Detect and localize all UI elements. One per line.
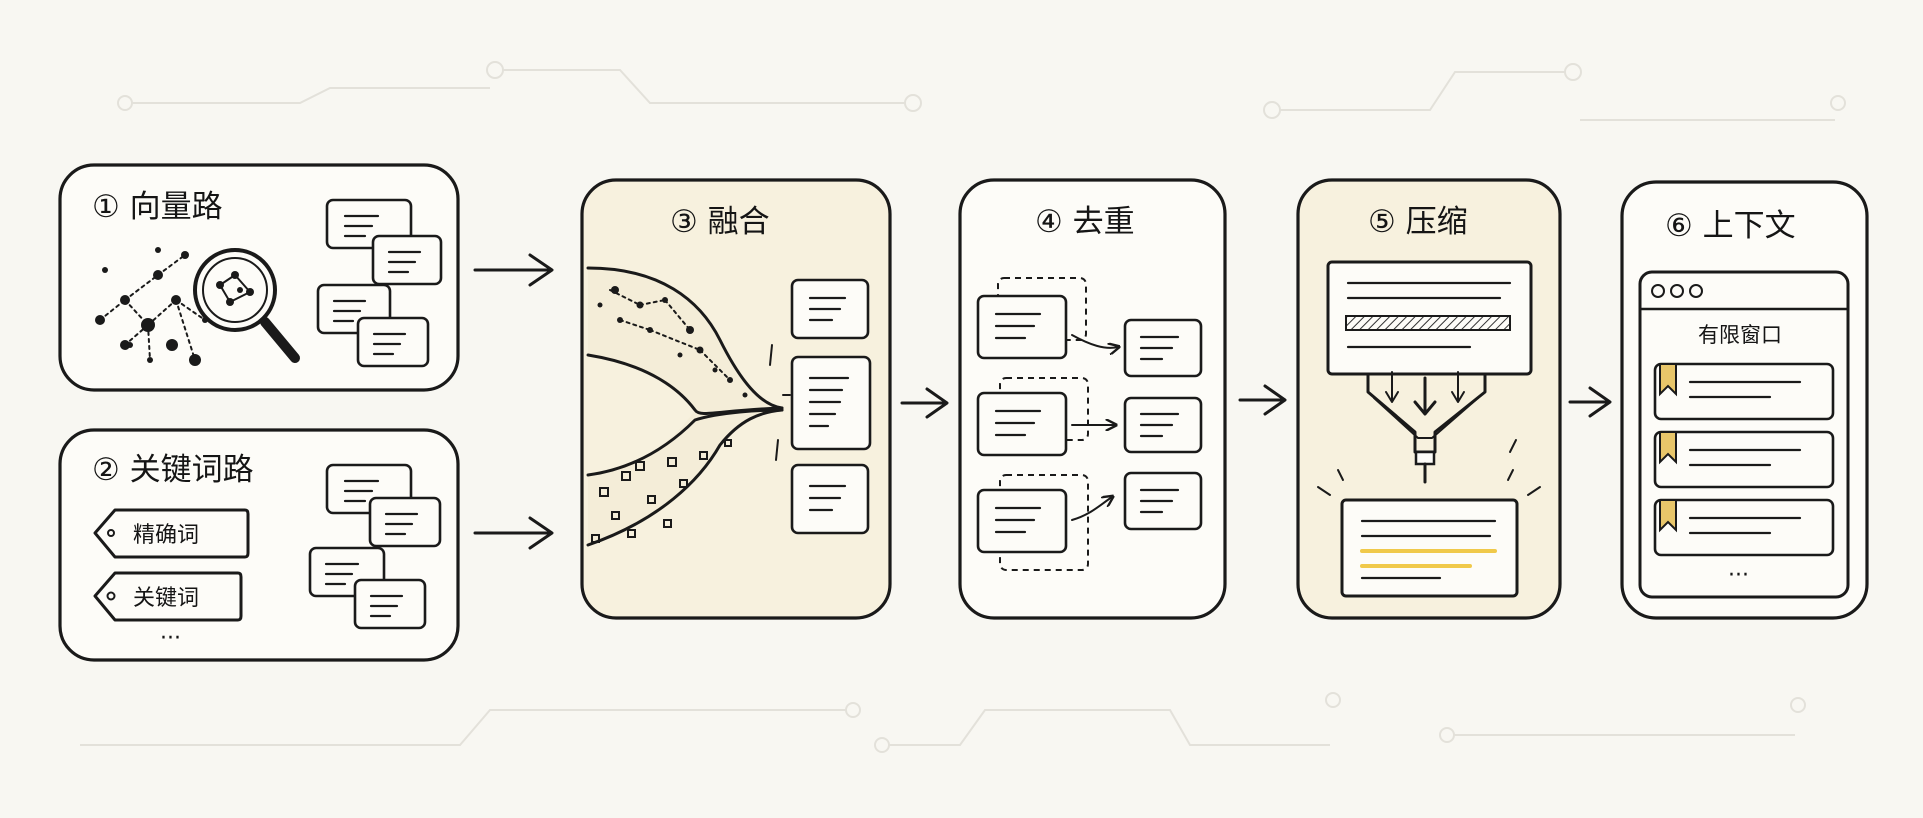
emphasis-strokes xyxy=(1317,439,1541,496)
document-icon xyxy=(1123,471,1203,531)
bookmark-icon xyxy=(1659,431,1677,465)
document-icon xyxy=(368,496,442,548)
panel-title-keyword: ② 关键词路 xyxy=(92,452,254,488)
panel-title-compress: ⑤ 压缩 xyxy=(1368,204,1468,240)
document-icon xyxy=(790,355,872,451)
panel-compress: ⑤ 压缩 xyxy=(1296,178,1562,620)
document-icon xyxy=(976,391,1068,457)
context-window: 有限窗口 ··· xyxy=(1638,270,1850,599)
panel-vector-route: ① 向量路 xyxy=(58,163,460,392)
tag-label: 关键词 xyxy=(133,586,199,611)
panel-dedup: ④ 去重 xyxy=(958,178,1227,620)
context-card xyxy=(1653,498,1835,557)
window-dot-icon xyxy=(1670,284,1684,298)
background-circuit-lines xyxy=(80,61,1846,753)
context-card xyxy=(1653,362,1835,421)
document-icon xyxy=(976,488,1068,554)
arrow-right-icon xyxy=(1238,384,1287,416)
document-icon xyxy=(371,234,443,286)
tag-exact-term: 精确词 xyxy=(93,508,250,559)
document-icon xyxy=(1123,396,1203,454)
funnel-icon xyxy=(1366,371,1487,484)
panel-title-dedup: ④ 去重 xyxy=(1035,204,1135,240)
panel-keyword-route: ② 关键词路 精确词 关键词 ··· xyxy=(58,428,460,662)
vector-points-icon xyxy=(95,247,208,366)
panel-title-context: ⑥ 上下文 xyxy=(1665,208,1796,244)
arrow-right-icon xyxy=(900,387,949,419)
panel-title-fusion: ③ 融合 xyxy=(670,204,770,240)
document-icon xyxy=(790,278,870,340)
arrow-right-icon xyxy=(473,516,554,550)
document-icon xyxy=(353,578,427,630)
bookmark-icon xyxy=(1659,499,1677,533)
duplicate-doc-pair xyxy=(976,277,1203,378)
document-icon xyxy=(790,463,870,535)
panel-title-vector: ① 向量路 xyxy=(92,189,223,225)
window-label: 有限窗口 xyxy=(1698,323,1782,347)
tag-keyword: 关键词 xyxy=(93,571,243,622)
keyword-result-docs xyxy=(308,463,442,630)
document-icon xyxy=(976,294,1068,360)
context-card xyxy=(1653,430,1835,489)
long-text-block xyxy=(1326,260,1533,376)
document-icon xyxy=(356,316,430,368)
duplicate-doc-pair xyxy=(976,471,1203,571)
more-ellipsis: ··· xyxy=(160,626,181,651)
magnifier-icon xyxy=(193,248,300,363)
duplicate-doc-pair xyxy=(976,377,1203,457)
bookmark-icon xyxy=(1659,363,1677,397)
document-icon xyxy=(1123,318,1203,378)
arrow-right-icon xyxy=(1568,386,1612,418)
vector-result-docs xyxy=(316,198,443,368)
more-ellipsis: ··· xyxy=(1728,563,1749,588)
panel-fusion: ③ 融合 xyxy=(580,178,892,620)
panel-context: ⑥ 上下文 有限窗口 xyxy=(1620,180,1869,620)
tag-label: 精确词 xyxy=(133,523,199,548)
merging-streams-graphic xyxy=(586,266,791,547)
compressed-text-block xyxy=(1340,498,1519,598)
window-dot-icon xyxy=(1651,284,1665,298)
fused-result-docs xyxy=(790,278,872,535)
arrow-right-icon xyxy=(473,253,554,287)
window-dot-icon xyxy=(1689,284,1703,298)
